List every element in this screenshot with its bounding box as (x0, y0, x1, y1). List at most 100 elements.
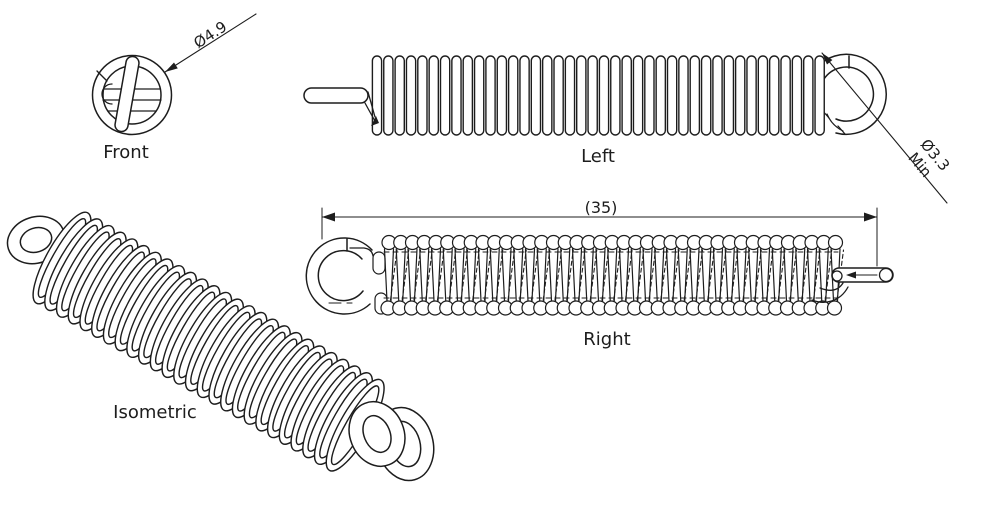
coil-loop (814, 55, 825, 136)
coil-wire-hidden (519, 249, 527, 301)
hook-bar (303, 87, 369, 104)
coil-wire-hidden (436, 249, 445, 301)
coil-wire (536, 248, 541, 302)
coil-wire (818, 248, 823, 302)
coil-wire (524, 248, 529, 302)
coil-wire-hidden (695, 249, 704, 301)
coil-loop (768, 55, 780, 136)
coil-loop (644, 55, 655, 136)
hook-wire-curve (819, 282, 844, 291)
coil-loop (530, 55, 542, 136)
coil-wire-hidden (601, 249, 610, 301)
coil-loop (439, 55, 451, 136)
coil-wire-hidden (495, 249, 504, 301)
coil-loop (587, 55, 598, 136)
coil-wire-hidden (460, 249, 469, 301)
entry-coil (372, 251, 386, 275)
coil-loop (621, 55, 632, 136)
coil-loop (417, 55, 428, 136)
mini-arrowhead (846, 271, 856, 279)
coil-wire-hidden (660, 249, 668, 301)
drawing-geometry (362, 414, 392, 454)
coil-loop (564, 55, 576, 136)
coil-wire (513, 248, 517, 302)
coil-loop (734, 55, 746, 136)
coil-wire-hidden (683, 249, 692, 301)
coil-loop (473, 55, 485, 136)
coil-wire-hidden (483, 249, 492, 301)
coil-wire (759, 248, 764, 302)
coil-wire (466, 248, 470, 302)
coil-wire (454, 248, 459, 302)
wire-end-face (878, 267, 894, 283)
coil-wire (654, 248, 658, 302)
coil-wire-hidden (707, 249, 715, 301)
coil-wire-hidden (472, 249, 480, 301)
coil-wire-hidden (566, 249, 574, 301)
right-view-coils (380, 234, 845, 316)
arrowhead (322, 212, 335, 222)
front-diameter-dimension: Ø4.9 (164, 13, 257, 73)
leader-line (821, 52, 948, 204)
coil-loop (712, 55, 723, 136)
wire-section (831, 270, 843, 282)
coil-wire-hidden (636, 249, 645, 301)
left-view-coils (371, 55, 825, 136)
drawing-geometry: Ø3.3 Min (904, 136, 953, 181)
coil-wire (477, 248, 482, 302)
arrowhead (165, 62, 178, 72)
iso-end-face (348, 401, 406, 467)
coil-wire-hidden (730, 249, 739, 301)
left-view-right-hook (817, 53, 887, 136)
coil-wire (430, 248, 435, 302)
drawing-geometry (19, 226, 53, 254)
coil-wire-hidden (401, 249, 410, 301)
coil-wire-hidden (413, 249, 422, 301)
coil-loop (541, 55, 553, 136)
coil-wire (712, 248, 717, 302)
coil-wire-hidden (577, 249, 586, 301)
coil-loop (405, 55, 417, 136)
coil-wire (724, 248, 729, 302)
coil-wire-hidden (542, 249, 551, 301)
coil-wire (419, 248, 423, 302)
hook-outer-arc (817, 53, 887, 136)
right-view-right-hook (811, 267, 894, 303)
coil-loop (746, 55, 757, 136)
arrowhead (822, 53, 833, 65)
coil-loop (655, 55, 667, 136)
coil-wire (795, 248, 799, 302)
coil-loop (576, 55, 587, 136)
coil-wire-hidden (754, 249, 762, 301)
coil-wire (642, 248, 647, 302)
coil-loop (496, 55, 508, 136)
coil-loop (700, 55, 712, 136)
coil-wire-hidden (613, 249, 621, 301)
coil-wire-hidden (554, 249, 563, 301)
coil-wire-hidden (801, 249, 809, 301)
coil-loop (485, 55, 496, 136)
coil-wire-hidden (448, 249, 457, 301)
hook-diameter-dimension: Ø3.3 Min (821, 52, 953, 204)
coil-wire (736, 248, 741, 302)
front-outer-circle (91, 54, 173, 136)
coil-wire-hidden (671, 249, 680, 301)
break-slash (837, 125, 846, 135)
coil-wire (771, 248, 776, 302)
front-wire-line (96, 70, 108, 82)
coil-loop (462, 55, 474, 136)
coil-wire-hidden (530, 249, 539, 301)
hook-inner-arc (317, 249, 364, 302)
left-view (303, 53, 887, 136)
coil-loop (678, 55, 689, 136)
front-view-label: Front (103, 142, 149, 163)
coil-wire-hidden (507, 249, 516, 301)
coil-wire (665, 248, 670, 302)
coil-wire-hidden (389, 249, 398, 301)
coil-wire-hidden (624, 249, 633, 301)
coil-wire (489, 248, 494, 302)
coil-loop (689, 55, 701, 136)
coil-wire (630, 248, 635, 302)
hook-inner-arc (823, 66, 875, 122)
